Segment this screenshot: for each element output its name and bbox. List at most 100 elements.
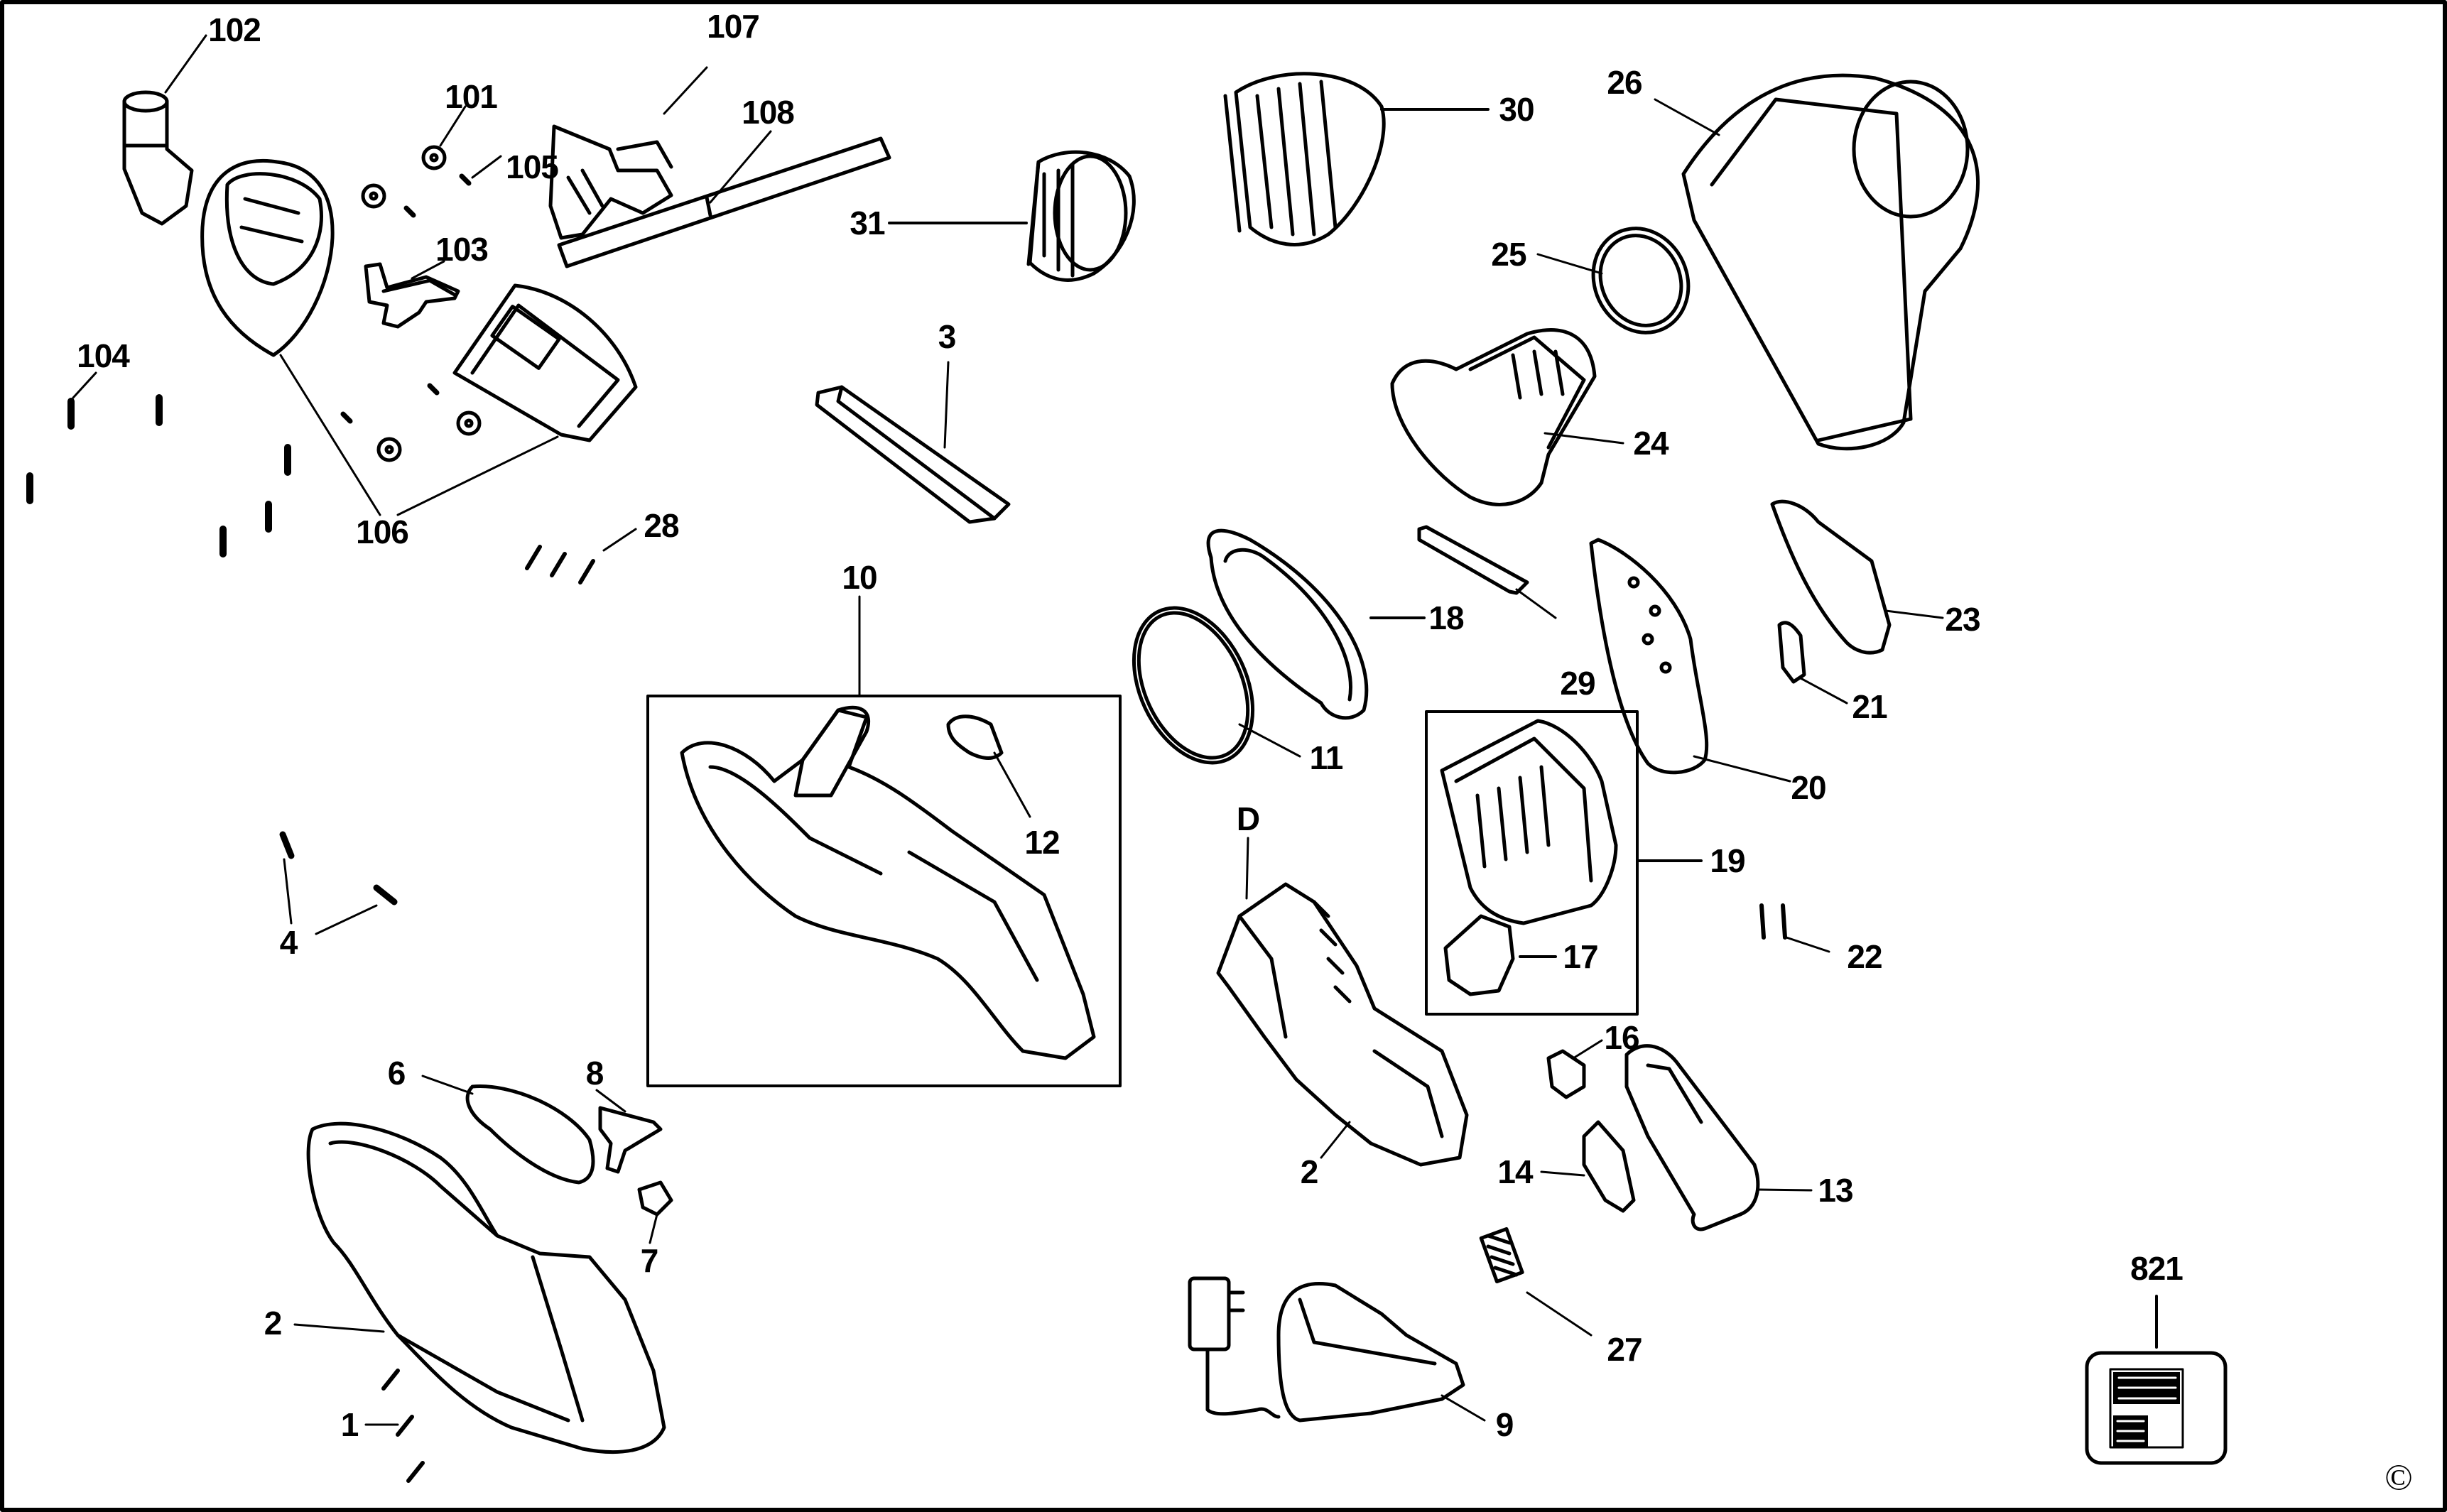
part-106-head-housing [200, 158, 335, 357]
label-8: 8 [585, 1055, 604, 1092]
label-30: 30 [1499, 91, 1534, 128]
part-22-screws [1759, 903, 1787, 940]
label-108: 108 [742, 94, 795, 131]
part-24-motor-fan [1390, 328, 1597, 506]
label-1: 1 [340, 1406, 359, 1443]
label-31: 31 [850, 205, 885, 241]
part-9-charger [1188, 1276, 1465, 1423]
part-12-switch [946, 714, 1004, 760]
leader-12 [993, 751, 1031, 818]
part-25-o-ring [1591, 227, 1691, 335]
label-2-left: 2 [264, 1305, 283, 1342]
part-14-switch-actuator [1582, 1120, 1636, 1213]
leader-22 [1785, 936, 1830, 953]
label-25: 25 [1491, 236, 1526, 273]
part-28-screws [525, 545, 595, 584]
part-21-clip [1777, 621, 1806, 684]
leader-108 [709, 130, 772, 204]
leader-20 [1693, 755, 1791, 783]
leader-2a [1320, 1121, 1351, 1159]
part-106-front-cover [452, 283, 638, 442]
part-6-flap [465, 1084, 595, 1185]
part-26-dust-bowl [1681, 73, 1980, 451]
label-106: 106 [356, 513, 409, 550]
part-7-catch [637, 1180, 673, 1217]
leader-11 [1238, 723, 1301, 758]
part-105-pins [340, 173, 472, 424]
leader-2b [293, 1323, 385, 1333]
part-23-cover-plate [1770, 499, 1892, 655]
leader-104 [72, 371, 97, 399]
label-13: 13 [1818, 1172, 1853, 1209]
leader-7 [649, 1213, 658, 1244]
part-29-foam-pad [1417, 525, 1529, 595]
leader-102 [164, 34, 207, 94]
label-24: 24 [1633, 425, 1669, 462]
part-107-brush-tool [548, 124, 673, 240]
leader-106-a [279, 354, 381, 516]
leader-16 [1572, 1039, 1603, 1060]
part-821-label-plate [2085, 1295, 2228, 1465]
part-27-spring [1479, 1227, 1524, 1284]
label-29: 29 [1560, 665, 1595, 702]
part-108-strip [557, 136, 891, 268]
part-17-terminal [1443, 914, 1515, 996]
leader-107 [663, 66, 708, 115]
leader-26 [1654, 98, 1720, 136]
leader-23 [1884, 609, 1944, 619]
leader-27 [1526, 1291, 1593, 1337]
part-30-pleated-filter [1223, 72, 1386, 246]
leader-103 [411, 260, 445, 280]
leader-9 [1440, 1394, 1486, 1422]
part-11-seal-ring [1132, 606, 1255, 765]
part-4-springs [279, 831, 398, 905]
label-23: 23 [1945, 601, 1980, 638]
label-105: 105 [506, 148, 559, 185]
leader-8 [595, 1089, 626, 1113]
label-4: 4 [279, 924, 298, 961]
leader-106-b [396, 435, 559, 516]
section-marker-D: D [1236, 800, 1260, 837]
part-104-screws [26, 394, 291, 558]
assembly-box-19 [1425, 710, 1639, 1016]
part-31-filter-cartridge [1026, 150, 1136, 282]
part-2-housing-right [1216, 882, 1469, 1167]
label-12: 12 [1024, 824, 1060, 861]
label-102: 102 [208, 11, 261, 48]
label-26: 26 [1607, 64, 1642, 101]
leader-14 [1540, 1170, 1585, 1177]
part-8-lever [598, 1106, 663, 1174]
label-104: 104 [77, 337, 130, 374]
part-102-nozzle-elbow [122, 90, 194, 226]
label-107: 107 [707, 8, 760, 45]
leader-21 [1799, 677, 1848, 705]
label-101: 101 [445, 78, 498, 115]
leader-4-a [283, 858, 293, 925]
label-7: 7 [640, 1242, 659, 1279]
leader-24 [1543, 432, 1624, 445]
copyright-symbol: © [2384, 1457, 2413, 1499]
label-21: 21 [1852, 688, 1887, 725]
label-821: 821 [2130, 1250, 2183, 1287]
assembly-box-10 [646, 695, 1122, 1087]
part-20-rear-cover [1589, 538, 1709, 775]
leader-25 [1536, 253, 1603, 275]
part-1-screws [381, 1369, 425, 1483]
label-11: 11 [1309, 739, 1344, 776]
label-2-right: 2 [1300, 1153, 1319, 1190]
label-20: 20 [1791, 769, 1826, 806]
leader-D [1245, 837, 1249, 900]
leader-28 [602, 528, 637, 552]
part-103-latch [364, 262, 460, 329]
part-10-motor-housing [680, 705, 1096, 1060]
label-19: 19 [1710, 842, 1745, 879]
leader-3 [943, 361, 950, 449]
part-18-ring-bracket [1206, 528, 1369, 720]
leader-29 [1515, 588, 1557, 619]
part-16-button [1546, 1049, 1586, 1099]
label-103: 103 [435, 231, 489, 268]
leader-4-b [315, 904, 378, 935]
leader-105 [471, 155, 502, 179]
